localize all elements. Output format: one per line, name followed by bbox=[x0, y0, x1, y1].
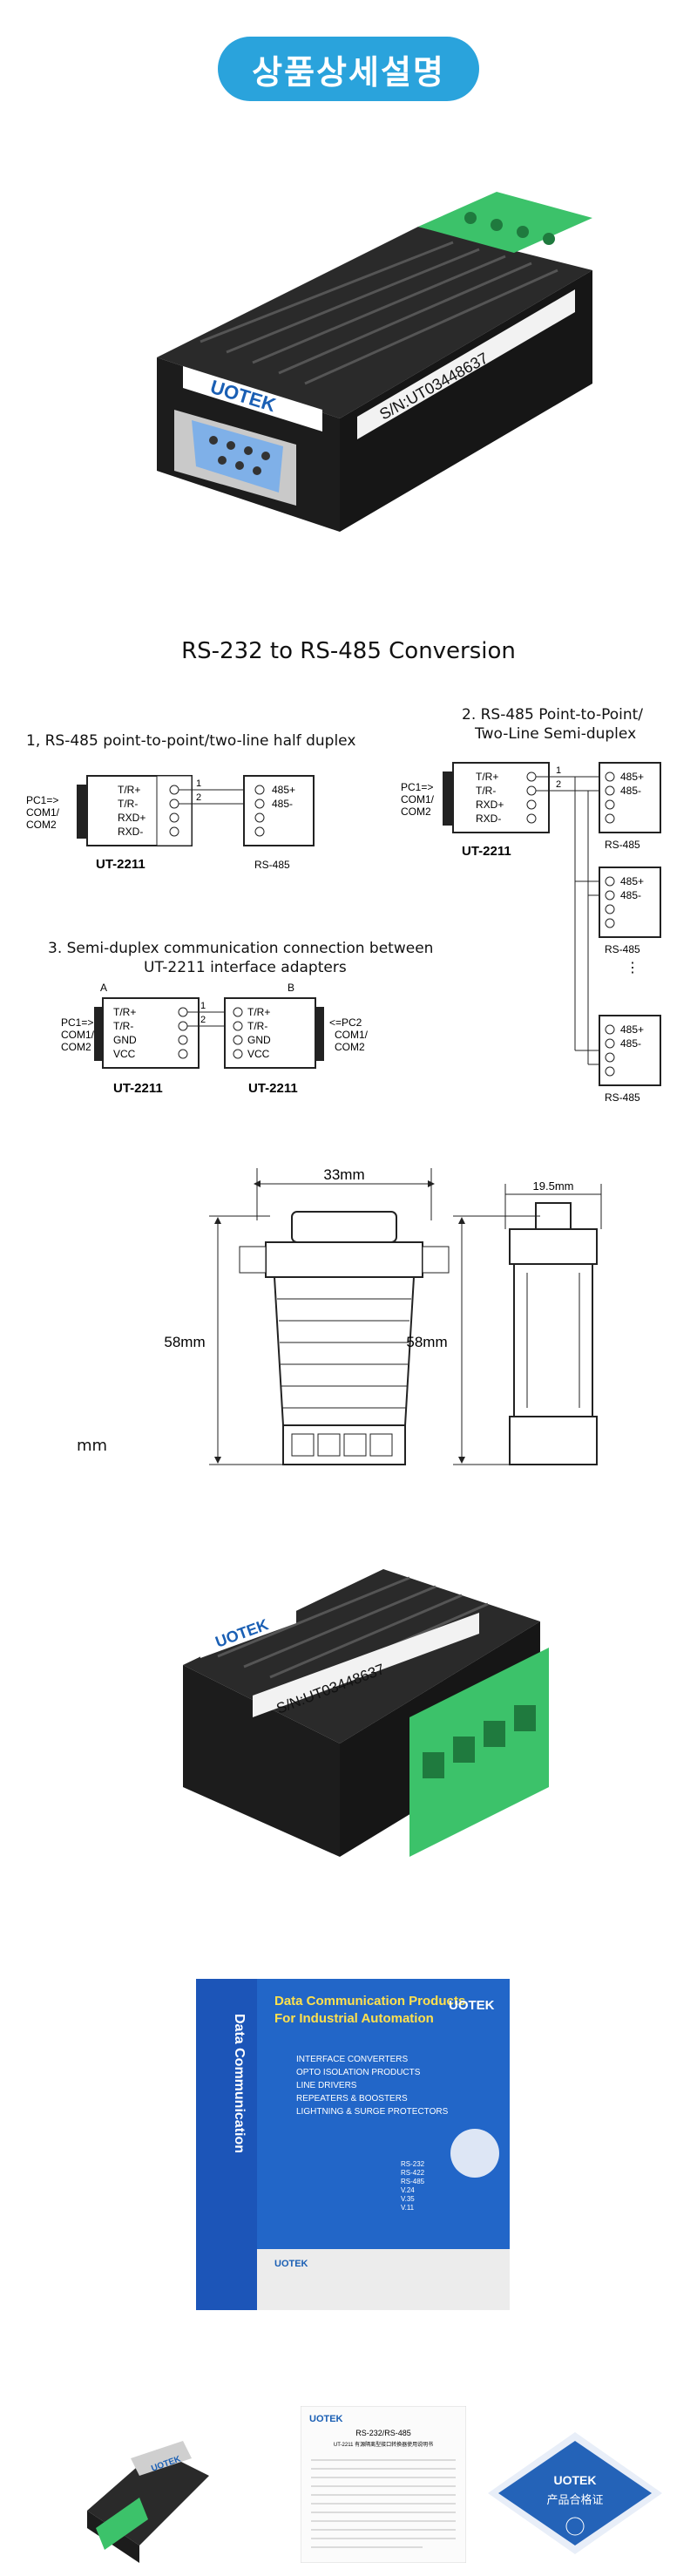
diagram2-caption-2: Two-Line Semi-duplex bbox=[475, 725, 637, 743]
box-model-4: V.24 bbox=[401, 2186, 415, 2194]
d3-pcl-2: COM1/ bbox=[61, 1029, 95, 1041]
d3-device-a: UT-2211 bbox=[113, 1081, 163, 1096]
manual-brand: UOTEK bbox=[309, 2414, 343, 2424]
box-model-6: V.11 bbox=[401, 2204, 415, 2212]
box-model-1: RS-232 bbox=[401, 2160, 425, 2168]
box-list-2: OPTO ISOLATION PRODUCTS bbox=[296, 2068, 421, 2077]
d1-485-n: 485- bbox=[272, 798, 293, 810]
diagram2-caption-1: 2. RS-485 Point-to-Point/ bbox=[462, 706, 644, 724]
d1-pin-2: T/R- bbox=[118, 798, 138, 810]
d3-wire-2: 2 bbox=[200, 1015, 206, 1025]
manual: UOTEK RS-232/RS-485 UT-2211 有源隔离型接口转换器使用… bbox=[301, 2406, 466, 2563]
d2-pc-3: COM2 bbox=[401, 805, 431, 818]
d3-b-pin-2: T/R- bbox=[247, 1020, 267, 1032]
box-model-3: RS-485 bbox=[401, 2178, 425, 2185]
d1-wire-1: 1 bbox=[196, 778, 201, 789]
section-badge: 상품상세설명 bbox=[218, 37, 479, 101]
d3-a-pin-3: GND bbox=[113, 1034, 137, 1046]
box-list-5: LIGHTNING & SURGE PROTECTORS bbox=[296, 2107, 449, 2117]
cert-text: 产品合格证 bbox=[546, 2493, 603, 2506]
d1-485-p: 485+ bbox=[272, 784, 295, 796]
box-line2: For Industrial Automation bbox=[274, 2011, 434, 2026]
d2-device: UT-2211 bbox=[462, 844, 511, 859]
d2-n1-p: 485+ bbox=[620, 771, 644, 783]
d2-pc-1: PC1=> bbox=[401, 781, 433, 793]
d2-n1-n: 485- bbox=[620, 785, 641, 797]
dim-height-side: 58mm bbox=[406, 1334, 447, 1350]
dim-unit: mm bbox=[77, 1437, 108, 1455]
diagram3-caption-2: UT-2211 interface adapters bbox=[144, 959, 347, 976]
d3-b-pin-1: T/R+ bbox=[247, 1006, 270, 1018]
product-photo-small: UOTEK bbox=[87, 2441, 209, 2563]
diagram1-pc-1: PC1=> bbox=[26, 794, 58, 806]
d1-pin-1: T/R+ bbox=[118, 784, 140, 796]
diagram2: PC1=> COM1/ COM2 T/R+ T/R- RXD+ RXD- 1 2… bbox=[401, 762, 661, 1104]
d2-ellipsis: ⋮ bbox=[626, 961, 639, 975]
d2-n1-label: RS-485 bbox=[605, 839, 640, 851]
d3-wire-1: 1 bbox=[200, 1001, 206, 1011]
dim-width-front: 33mm bbox=[323, 1168, 364, 1183]
d1-wire-2: 2 bbox=[196, 792, 201, 803]
d3-b-pin-3: GND bbox=[247, 1034, 271, 1046]
d3-pcr-3: COM2 bbox=[335, 1041, 365, 1053]
d3-side-a: A bbox=[100, 982, 107, 994]
manual-subtitle: UT-2211 有源隔离型接口转换器使用说明书 bbox=[334, 2441, 433, 2448]
diagram3: A B PC1=> COM1/ COM2 T/R+ T/R- GND VCC 1… bbox=[61, 982, 369, 1096]
d2-n3-n: 485- bbox=[620, 1037, 641, 1050]
d3-device-b: UT-2211 bbox=[248, 1081, 298, 1096]
d2-pin-3: RXD+ bbox=[476, 799, 504, 811]
d1-pin-4: RXD- bbox=[118, 826, 143, 838]
d3-pcr-2: COM1/ bbox=[335, 1029, 369, 1041]
d2-n2-label: RS-485 bbox=[605, 943, 640, 955]
d3-a-pin-4: VCC bbox=[113, 1048, 136, 1060]
d1-pin-3: RXD+ bbox=[118, 812, 145, 824]
box-list-1: INTERFACE CONVERTERS bbox=[296, 2055, 408, 2064]
cert-brand: UOTEK bbox=[554, 2473, 597, 2487]
box-side-text: Data Communication bbox=[232, 2014, 247, 2153]
box-model-2: RS-422 bbox=[401, 2169, 425, 2177]
dim-height-front: 58mm bbox=[164, 1334, 205, 1350]
certificate: UOTEK 产品合格证 bbox=[488, 2432, 662, 2554]
d2-wire-1: 1 bbox=[556, 765, 561, 776]
d2-pin-4: RXD- bbox=[476, 812, 501, 825]
manual-title: RS-232/RS-485 bbox=[355, 2429, 411, 2437]
d2-n3-p: 485+ bbox=[620, 1023, 644, 1036]
box-brand: UOTEK bbox=[449, 1998, 495, 2013]
diagram1-caption: 1, RS-485 point-to-point/two-line half d… bbox=[26, 732, 356, 750]
package-box: Data Communication Data Communication Pr… bbox=[196, 1979, 510, 2310]
d2-n3-label: RS-485 bbox=[605, 1091, 640, 1104]
d3-pcr-1: <=PC2 bbox=[329, 1016, 362, 1029]
d3-side-b: B bbox=[288, 982, 294, 994]
d2-n2-p: 485+ bbox=[620, 875, 644, 887]
d2-n2-n: 485- bbox=[620, 889, 641, 901]
d1-rs485: RS-485 bbox=[254, 859, 290, 871]
section-title: RS-232 to RS-485 Conversion bbox=[181, 638, 516, 664]
diagram3-caption-1: 3. Semi-duplex communication connection … bbox=[48, 940, 434, 957]
d3-a-pin-1: T/R+ bbox=[113, 1006, 136, 1018]
d2-pin-2: T/R- bbox=[476, 785, 496, 797]
d3-b-pin-4: VCC bbox=[247, 1048, 270, 1060]
box-model-5: V.35 bbox=[401, 2195, 415, 2203]
box-front-brand: UOTEK bbox=[274, 2259, 308, 2269]
d3-pcl-3: COM2 bbox=[61, 1041, 91, 1053]
box-list-4: REPEATERS & BOOSTERS bbox=[296, 2094, 408, 2104]
box-list-3: LINE DRIVERS bbox=[296, 2081, 357, 2090]
d2-pc-2: COM1/ bbox=[401, 793, 435, 805]
diagram1-pc-2: COM1/ bbox=[26, 806, 60, 819]
d2-pin-1: T/R+ bbox=[476, 771, 498, 783]
diagram1-pc-3: COM2 bbox=[26, 819, 57, 831]
dimension-drawing: 33mm 58mm 19.5mm 58mm bbox=[164, 1168, 602, 1465]
diagram1: PC1=> COM1/ COM2 T/R+ T/R- RXD+ RXD- 1 2… bbox=[26, 775, 315, 872]
dim-width-side: 19.5mm bbox=[533, 1179, 574, 1193]
box-line1: Data Communication Products bbox=[274, 1994, 465, 2008]
product-photo-top: S/N:UT03448637 UOTEK bbox=[157, 192, 592, 532]
d3-pcl-1: PC1=> bbox=[61, 1016, 93, 1029]
product-photo-middle: S/N:UT03448637 UOTEK bbox=[183, 1569, 549, 1857]
d2-wire-2: 2 bbox=[556, 779, 561, 790]
d1-device: UT-2211 bbox=[96, 857, 145, 872]
d3-a-pin-2: T/R- bbox=[113, 1020, 133, 1032]
